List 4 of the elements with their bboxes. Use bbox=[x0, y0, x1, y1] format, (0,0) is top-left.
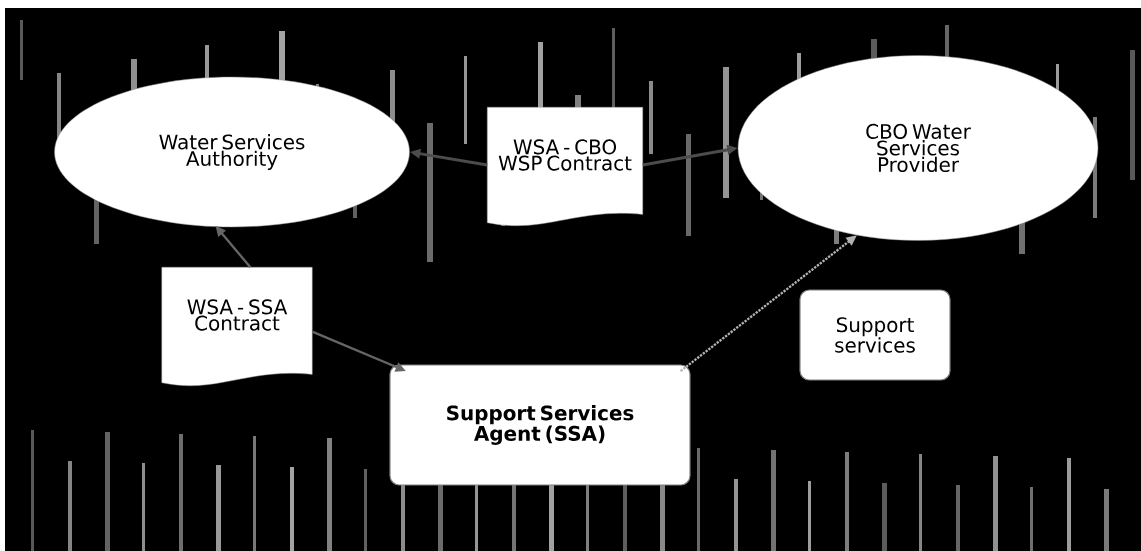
rounded-box: Support Services Agent (SSA) bbox=[389, 364, 691, 486]
ellipse-node: CBO Water Services Provider bbox=[737, 55, 1099, 241]
rounded-box: Support services bbox=[799, 289, 951, 381]
ellipse-node: Water Services Authority bbox=[54, 76, 410, 228]
